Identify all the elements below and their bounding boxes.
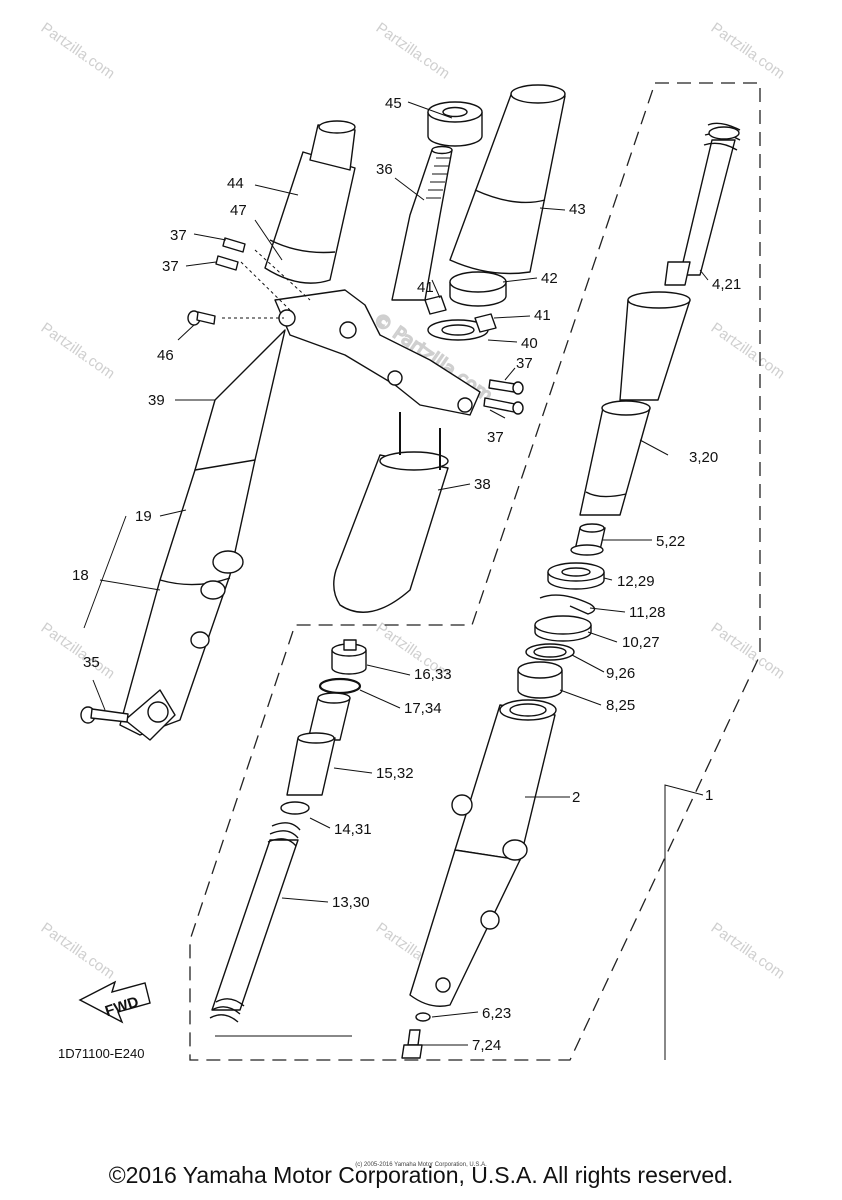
label-37: 37 [487, 429, 504, 446]
label-44: 44 [227, 175, 244, 192]
label-9-26: 9,26 [606, 665, 635, 682]
watermark: Partzilla.com [38, 919, 118, 982]
label-7-24: 7,24 [472, 1037, 501, 1054]
label-45: 45 [385, 95, 402, 112]
part-35-bolt [80, 706, 129, 724]
part-42-ring [449, 271, 507, 307]
part-37-bolt [215, 237, 524, 415]
part-46-bolt [187, 310, 216, 326]
label-6-23: 6,23 [482, 1005, 511, 1022]
part-39-lower-bracket [274, 289, 481, 416]
part-5-22-bushing [570, 523, 606, 556]
part-3-20-inner-tube [579, 400, 651, 516]
leader-lines [83, 101, 709, 1060]
label-19: 19 [135, 508, 152, 525]
label-41: 41 [534, 307, 551, 324]
label-8-25: 8,25 [606, 697, 635, 714]
watermark: Partzilla.com [708, 19, 788, 82]
watermark: Partzilla.com [38, 19, 118, 82]
label-2: 2 [572, 789, 580, 806]
part-15-32-collar [286, 732, 336, 796]
part-8-25-bush [517, 661, 563, 699]
label-37: 37 [170, 227, 187, 244]
label-40: 40 [521, 335, 538, 352]
part-9-26-ring [525, 643, 575, 661]
label-5-22: 5,22 [656, 533, 685, 550]
label-14-31: 14,31 [334, 821, 372, 838]
part-2-outer-tube [409, 699, 557, 1007]
part-upper-tube [619, 291, 691, 401]
part-labels: 1 2 3,20 4,21 5,22 6,23 7,24 8,25 9,26 1… [72, 95, 741, 1054]
label-41: 41 [417, 279, 434, 296]
label-47: 47 [230, 202, 247, 219]
diagram-code: 1D71100-E240 [58, 1046, 145, 1061]
label-4-21: 4,21 [712, 276, 741, 293]
part-17-34-o-ring [318, 677, 362, 695]
watermark: Partzilla.com [708, 319, 788, 382]
part-14-31-washer [280, 801, 310, 815]
watermark: Partzilla.com [38, 319, 118, 382]
watermark: Partzilla.com [708, 919, 788, 982]
watermark: Partzilla.com [373, 19, 453, 82]
label-15-32: 15,32 [376, 765, 414, 782]
watermark: Partzilla.com [38, 619, 118, 682]
watermark: Partzilla.com [708, 619, 788, 682]
fwd-arrow-icon: FWD [78, 980, 151, 1024]
part-6-23-washer [415, 1012, 431, 1022]
part-13-30-spring [209, 822, 301, 1023]
label-1: 1 [705, 787, 713, 804]
part-45-bearing [427, 101, 483, 147]
part-41-nut [424, 295, 497, 333]
label-35: 35 [83, 654, 100, 671]
part-18-19-outer-tube [119, 329, 286, 741]
label-38: 38 [474, 476, 491, 493]
label-12-29: 12,29 [617, 573, 655, 590]
part-38-lower-cover [333, 412, 449, 613]
copyright-notice: ©2016 Yamaha Motor Corporation, U.S.A. A… [108, 1162, 734, 1188]
label-46: 46 [157, 347, 174, 364]
part-15-32-spacer [307, 692, 351, 741]
part-44-cover [264, 120, 356, 284]
part-7-24-bolt [401, 1029, 423, 1059]
label-39: 39 [148, 392, 165, 409]
part-40-washer [427, 319, 489, 341]
label-36: 36 [376, 161, 393, 178]
label-3-20: 3,20 [689, 449, 718, 466]
label-43: 43 [569, 201, 586, 218]
label-42: 42 [541, 270, 558, 287]
label-10-27: 10,27 [622, 634, 660, 651]
part-12-29-seal [547, 562, 605, 590]
part-16-33-cap-bolt [331, 639, 367, 675]
assembly-1-boundary [189, 82, 761, 1061]
part-4-21-damper-rod [664, 122, 741, 286]
part-11-28-clip [539, 594, 596, 615]
part-10-27-washer [534, 615, 592, 642]
part-36-steering-shaft [391, 145, 453, 301]
label-37: 37 [162, 258, 179, 275]
label-17-34: 17,34 [404, 700, 442, 717]
label-16-33: 16,33 [414, 666, 452, 683]
label-37: 37 [516, 355, 533, 372]
tiny-credit: (c) 2005-2016 Yamaha Motor Corporation, … [355, 1162, 487, 1168]
label-11-28: 11,28 [629, 604, 665, 621]
label-18: 18 [72, 567, 89, 584]
part-43-cover [449, 84, 566, 275]
label-13-30: 13,30 [332, 894, 370, 911]
